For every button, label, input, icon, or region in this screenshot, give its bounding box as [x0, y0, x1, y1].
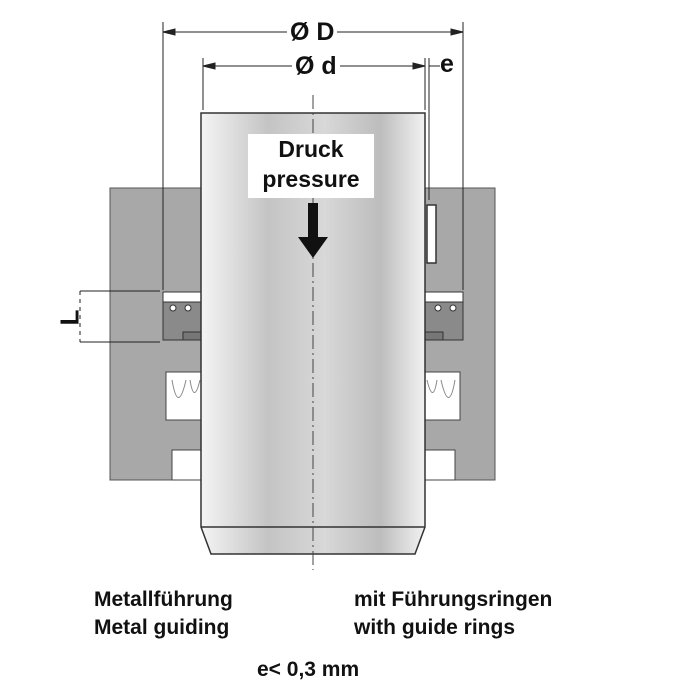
gap-label: e [440, 50, 454, 78]
caption-right-en: with guide rings [354, 616, 515, 639]
pressure-label-box: Druck pressure [248, 134, 374, 198]
groove-right [424, 371, 461, 421]
seal-left [162, 291, 202, 341]
pressure-arrow-icon [298, 203, 328, 258]
groove-left [165, 371, 202, 421]
guide-ring [426, 204, 437, 264]
outer-diameter-label: Ø D [287, 19, 338, 45]
tolerance-note: e< 0,3 mm [257, 658, 360, 681]
housing [109, 187, 496, 481]
pressure-label-en: pressure [262, 166, 360, 192]
length-label: L [54, 309, 85, 326]
seal-right [424, 291, 464, 341]
inner-diameter-label: Ø d [292, 53, 340, 79]
caption-left-de: Metallführung [94, 588, 233, 611]
caption-left-en: Metal guiding [94, 616, 230, 639]
caption-right-de: mit Führungsringen [354, 588, 553, 611]
pressure-label-de: Druck [278, 136, 344, 162]
